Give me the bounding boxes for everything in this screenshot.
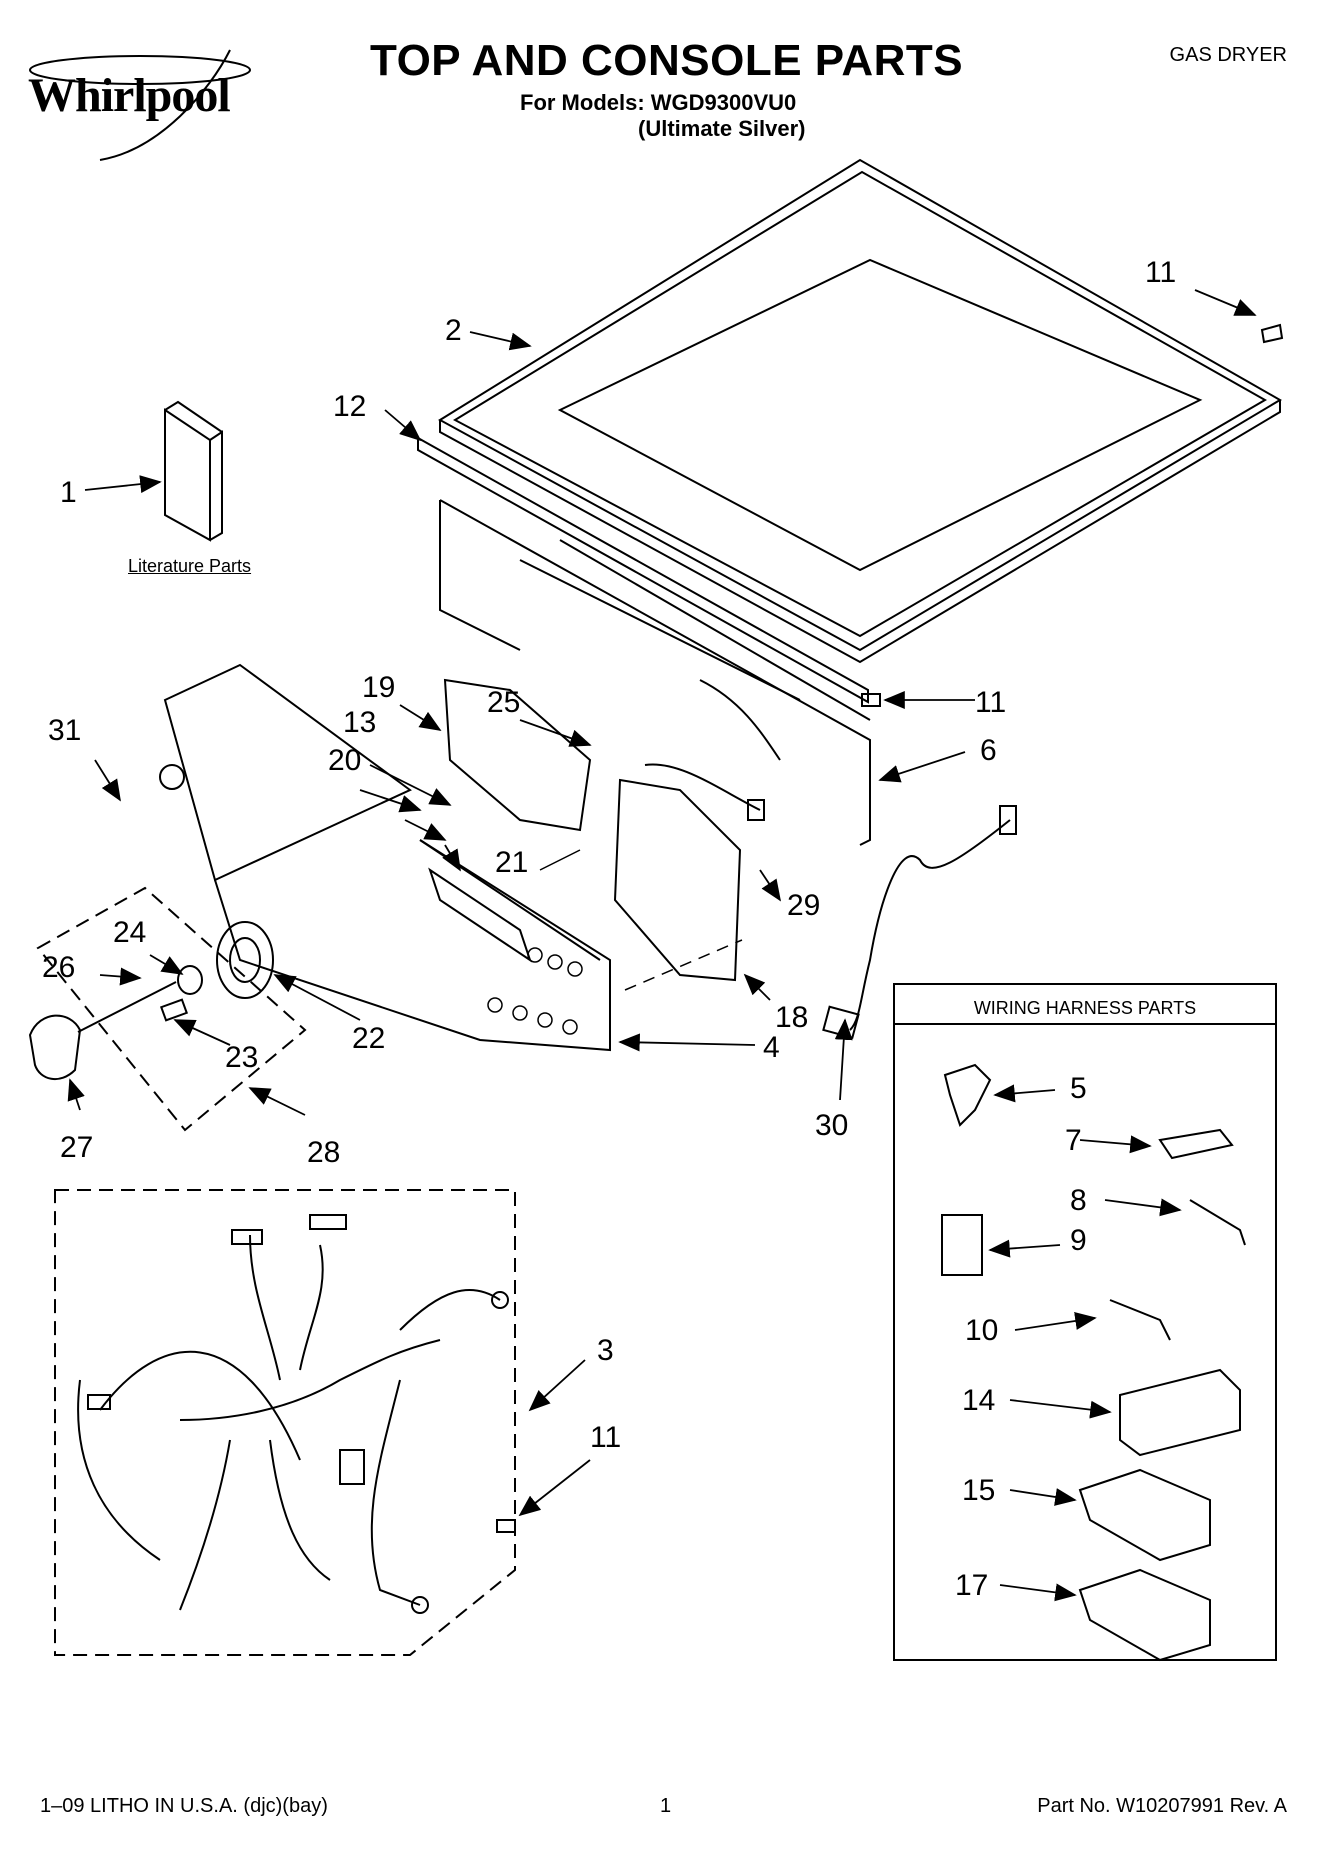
wiring-harness-title: WIRING HARNESS PARTS	[973, 998, 1197, 1018]
callout-15: 15	[962, 1474, 995, 1507]
callout-17: 17	[955, 1569, 988, 1602]
callout-28: 28	[307, 1136, 340, 1169]
knob-assembly	[28, 921, 274, 1080]
brand-logo: Whirlpool	[28, 68, 231, 123]
callout-11a: 11	[1145, 256, 1176, 289]
callout-10: 10	[965, 1314, 998, 1347]
callout-9: 9	[1070, 1224, 1087, 1257]
callout-11c: 11	[590, 1421, 621, 1454]
callout-22: 22	[352, 1022, 385, 1055]
console-buttons	[487, 947, 583, 1035]
appliance-type: GAS DRYER	[1169, 44, 1287, 66]
footer-litho: 1–09 LITHO IN U.S.A. (djc)(bay)	[40, 1795, 328, 1817]
callout-14: 14	[962, 1384, 995, 1417]
footer-part-number: Part No. W10207991 Rev. A	[1037, 1795, 1287, 1817]
callout-7: 7	[1065, 1124, 1082, 1157]
harness-lead	[822, 805, 1017, 1039]
callout-numbers: 1 2 3 4 5 6 7 8 9 10 11 11 11 12 13 14 1…	[42, 256, 1176, 1602]
callout-3: 3	[597, 1334, 614, 1367]
footer-page-number: 1	[660, 1795, 672, 1817]
page-title: TOP AND CONSOLE PARTS	[370, 36, 964, 85]
callout-23: 23	[225, 1041, 258, 1074]
callout-5: 5	[1070, 1072, 1087, 1105]
literature-parts-label: Literature Parts	[128, 556, 252, 576]
board-link	[539, 849, 581, 871]
board-dashed-link	[624, 939, 743, 991]
callout-29: 29	[787, 889, 820, 922]
callout-6: 6	[980, 734, 997, 767]
top-panel	[438, 158, 1282, 664]
callout-24: 24	[113, 916, 146, 949]
brand-swoosh	[29, 55, 251, 85]
harness-components	[941, 1063, 1246, 1662]
callout-2: 2	[445, 314, 462, 347]
callout-30: 30	[815, 1109, 848, 1142]
console-housing	[159, 663, 611, 1052]
callout-11b: 11	[975, 686, 1006, 719]
color-line: (Ultimate Silver)	[638, 116, 806, 141]
callout-19: 19	[362, 671, 395, 704]
wiring-harness-box	[893, 983, 1277, 1661]
callout-12: 12	[333, 390, 366, 423]
models-line: For Models: WGD9300VU0	[520, 90, 797, 115]
callout-21: 21	[495, 846, 528, 879]
console-bracket	[417, 436, 871, 846]
callout-31: 31	[48, 714, 81, 747]
callout-27: 27	[60, 1131, 93, 1164]
callout-20: 20	[328, 744, 361, 777]
screws	[496, 323, 1284, 1533]
control-boards	[443, 678, 765, 982]
brand-logo-text: Whirlpool	[28, 69, 231, 122]
brand-swoosh-tail	[99, 49, 231, 161]
callout-26: 26	[42, 951, 75, 984]
literature-booklet	[164, 400, 223, 542]
knob-group-outline	[36, 886, 307, 1132]
callout-4: 4	[763, 1031, 780, 1064]
callout-8: 8	[1070, 1184, 1087, 1217]
leader-arrows	[67, 289, 1257, 1602]
callout-25: 25	[487, 686, 520, 719]
main-harness-outline	[54, 1189, 516, 1656]
callout-18: 18	[775, 1001, 808, 1034]
callout-13: 13	[343, 706, 376, 739]
main-harness	[77, 1214, 509, 1614]
callout-1: 1	[60, 476, 77, 509]
